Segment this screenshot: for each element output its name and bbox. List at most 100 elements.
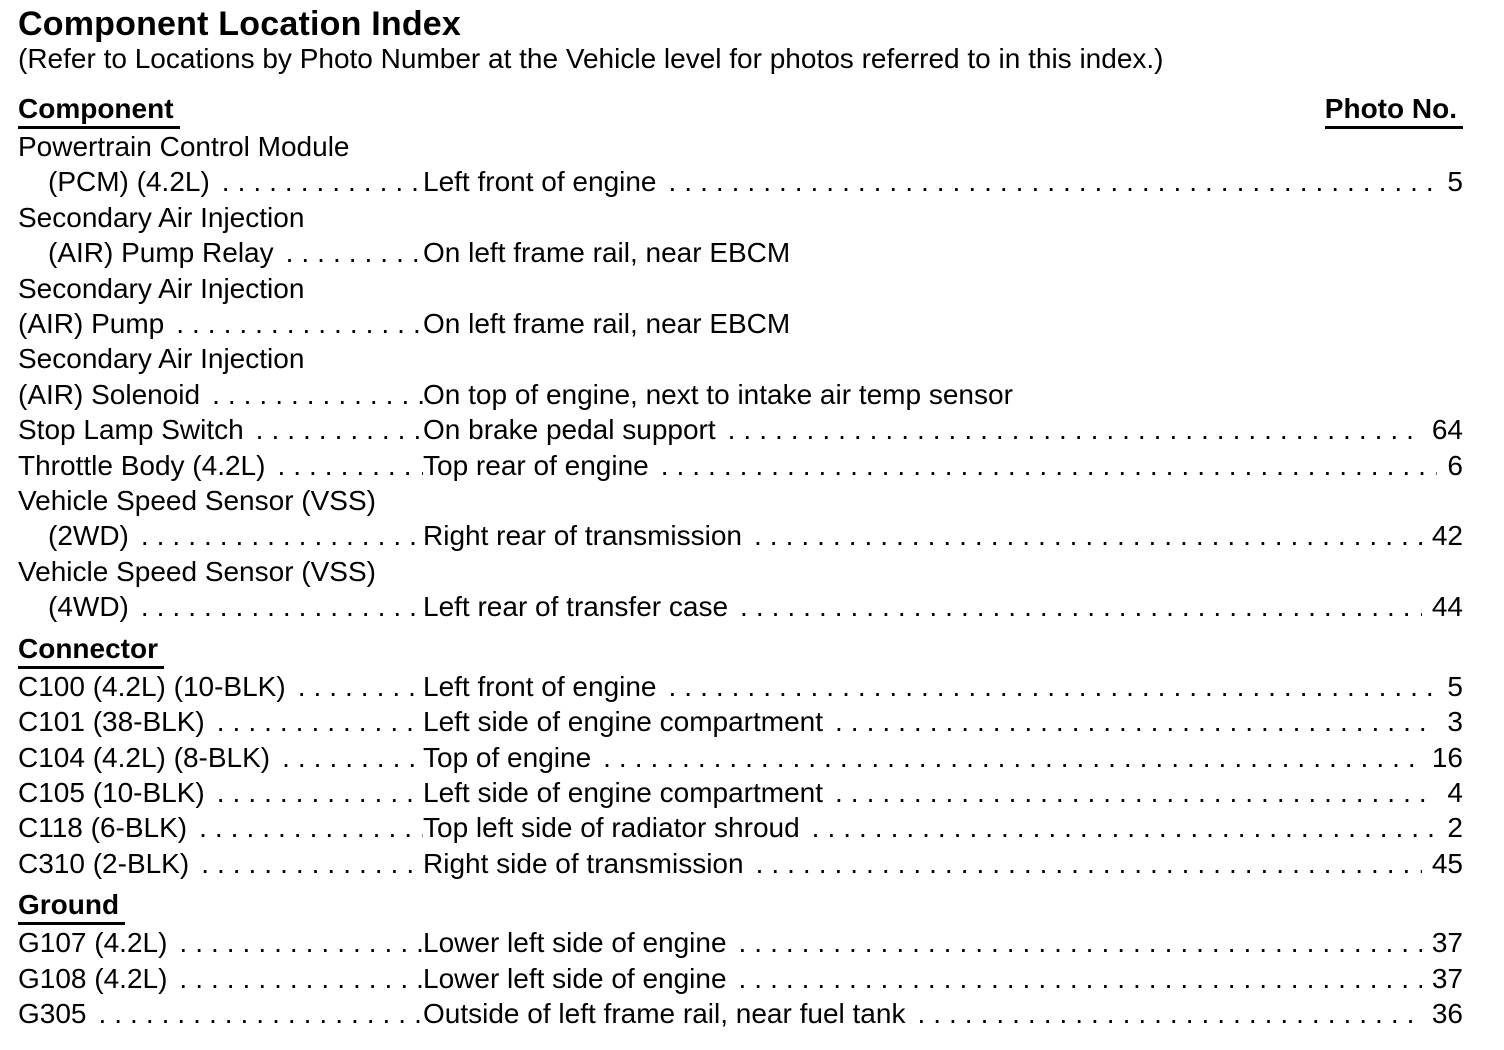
dot-leader (661, 448, 1438, 483)
column-header-photo-no: Photo No. (1324, 94, 1463, 129)
index-row-name-wrap: Vehicle Speed Sensor (VSS) (18, 554, 1463, 589)
location-text: Top rear of engine (423, 449, 649, 481)
location-text: Left side of engine compartment (423, 776, 824, 808)
dot-leader (669, 669, 1438, 704)
index-row: (PCM) (4.2L)Left front of engine5 (18, 164, 1463, 199)
photo-number: 5 (1447, 670, 1463, 702)
location-text: Left rear of transfer case (423, 591, 729, 623)
dot-leader (201, 846, 423, 881)
page-subtitle: (Refer to Locations by Photo Number at t… (18, 43, 1164, 74)
component-name-line1: Secondary Air Injection (18, 201, 305, 233)
component-name: (AIR) Solenoid (18, 378, 201, 410)
index-row: Throttle Body (4.2L) Top rear of engine 6 (18, 448, 1463, 483)
photo-number: 6 (1447, 449, 1463, 481)
component-cell: C101 (38-BLK) (18, 704, 423, 739)
dot-leader (754, 518, 1422, 553)
location-text: On top of engine, next to intake air tem… (423, 378, 1013, 410)
dot-leader (212, 377, 423, 412)
location-text: On brake pedal support (423, 414, 716, 446)
location-cell: On left frame rail, near EBCM (423, 306, 1463, 341)
dot-leader (141, 518, 423, 553)
component-name-line1: Vehicle Speed Sensor (VSS) (18, 555, 376, 587)
location-cell: On top of engine, next to intake air tem… (423, 377, 1463, 412)
location-cell: Left front of engine5 (423, 164, 1463, 199)
dot-leader (176, 306, 423, 341)
component-name: Stop Lamp Switch (18, 414, 244, 446)
location-cell: Right side of transmission45 (423, 846, 1463, 881)
index-row: Stop Lamp Switch On brake pedal support 64 (18, 412, 1463, 447)
index-row: C100 (4.2L) (10-BLK)Left front of engine… (18, 669, 1463, 704)
component-cell: G305 (18, 996, 423, 1031)
photo-number: 42 (1431, 520, 1463, 552)
index-row: G108 (4.2L) Lower left side of engine 37 (18, 961, 1463, 996)
location-text: Lower left side of engine (423, 927, 727, 959)
section-heading-row: Connector (18, 633, 1463, 669)
location-text: Left front of engine (423, 166, 657, 198)
component-name: C105 (10-BLK) (18, 776, 205, 808)
index-row: (AIR) Solenoid On top of engine, next to … (18, 377, 1463, 412)
location-cell: Left front of engine5 (423, 669, 1463, 704)
component-cell: (AIR) Pump (18, 306, 423, 341)
index-row: C104 (4.2L) (8-BLK)Top of engine16 (18, 740, 1463, 775)
dot-leader (222, 164, 423, 199)
dot-leader (728, 412, 1422, 447)
dot-leader (812, 810, 1438, 845)
location-cell: Left side of engine compartment3 (423, 704, 1463, 739)
location-text: Left side of engine compartment (423, 706, 824, 738)
dot-leader (756, 846, 1422, 881)
dot-leader (141, 589, 423, 624)
location-text: On left frame rail, near EBCM (423, 308, 791, 340)
dot-leader (217, 775, 423, 810)
section-heading: Ground (18, 890, 126, 926)
component-cell: Stop Lamp Switch (18, 412, 423, 447)
index-row: C105 (10-BLK) Left side of engine compart… (18, 775, 1463, 810)
component-name: C310 (2-BLK) (18, 847, 190, 879)
component-cell: C100 (4.2L) (10-BLK) (18, 669, 423, 704)
component-name-line1: Secondary Air Injection (18, 343, 305, 375)
dot-leader (740, 589, 1422, 624)
component-cell: (2WD) (18, 518, 423, 553)
location-cell: Top left side of radiator shroud2 (423, 810, 1463, 845)
dot-leader (277, 448, 423, 483)
photo-number: 64 (1431, 414, 1463, 446)
dot-leader (256, 412, 423, 447)
component-name-line1: Vehicle Speed Sensor (VSS) (18, 485, 376, 517)
table-header-row: Component Photo No. (18, 94, 1463, 129)
section-heading-row: Ground (18, 890, 1463, 926)
index-row: (2WD) Right rear of transmission 42 (18, 518, 1463, 553)
component-name: (4WD) (48, 591, 129, 623)
dot-leader (835, 704, 1437, 739)
component-cell: Throttle Body (4.2L) (18, 448, 423, 483)
location-cell: On left frame rail, near EBCM (423, 235, 1463, 270)
dot-leader (917, 996, 1421, 1031)
component-name: (2WD) (48, 520, 129, 552)
photo-number: 37 (1431, 962, 1463, 994)
component-name: Throttle Body (4.2L) (18, 449, 266, 481)
photo-number: 44 (1431, 591, 1463, 623)
component-cell: C105 (10-BLK) (18, 775, 423, 810)
component-cell: G107 (4.2L) (18, 925, 423, 960)
dot-leader (739, 925, 1422, 960)
index-row-name-wrap: Secondary Air Injection (18, 341, 1463, 376)
component-name: G108 (4.2L) (18, 962, 168, 994)
component-cell: (4WD) (18, 589, 423, 624)
column-header-component: Component (18, 94, 180, 129)
dot-leader (217, 704, 423, 739)
photo-number: 45 (1431, 847, 1463, 879)
location-text: Right rear of transmission (423, 520, 743, 552)
index-row-name-wrap: Secondary Air Injection (18, 200, 1463, 235)
dot-leader (603, 740, 1422, 775)
location-cell: Lower left side of engine37 (423, 925, 1463, 960)
location-cell: Right rear of transmission 42 (423, 518, 1463, 553)
location-text: Lower left side of engine (423, 962, 727, 994)
component-name: (AIR) Pump (18, 308, 165, 340)
photo-number: 4 (1447, 776, 1463, 808)
dot-leader (199, 810, 423, 845)
location-text: Top of engine (423, 741, 592, 773)
location-cell: Outside of left frame rail, near fuel ta… (423, 996, 1463, 1031)
location-cell: Left side of engine compartment 4 (423, 775, 1463, 810)
index-row: (4WD) Left rear of transfer case 44 (18, 589, 1463, 624)
component-cell: C310 (2-BLK) (18, 846, 423, 881)
dot-leader (286, 235, 423, 270)
component-cell: (AIR) Pump Relay (18, 235, 423, 270)
